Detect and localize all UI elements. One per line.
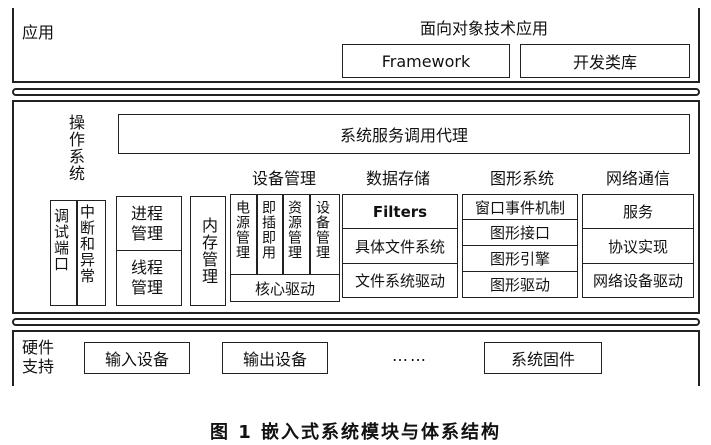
graphics-interface-label: 图形接口 xyxy=(489,224,550,242)
graphics-driver-label: 图形驱动 xyxy=(489,276,550,294)
window-event-box: 窗口事件机制 xyxy=(462,194,578,220)
fs-label: 具体文件系统 xyxy=(354,237,445,256)
debug-divider xyxy=(76,201,78,305)
network-title: 网络通信 xyxy=(606,169,671,188)
graphics-interface-box: 图形接口 xyxy=(462,220,578,246)
layer-divider-top xyxy=(12,88,700,96)
graphics-group: 窗口事件机制 图形接口 图形引擎 图形驱动 xyxy=(462,194,578,298)
window-event-label: 窗口事件机制 xyxy=(474,198,565,217)
firmware-label: 系统固件 xyxy=(510,350,575,369)
output-device-box: 输出设备 xyxy=(222,342,328,374)
service-proxy-label: 系统服务调用代理 xyxy=(339,126,468,145)
process-mgmt-box: 进程管理 xyxy=(116,196,182,251)
storage-title: 数据存储 xyxy=(366,169,431,188)
device-mgmt-sub-label: 设备管理 xyxy=(314,200,330,260)
input-device-box: 输入设备 xyxy=(84,342,190,374)
dev-library-box: 开发类库 xyxy=(520,44,690,78)
device-mgmt-title: 设备管理 xyxy=(252,169,317,188)
fs-box: 具体文件系统 xyxy=(342,229,458,264)
memory-mgmt-label: 内存管理 xyxy=(199,217,218,285)
layer-divider-bottom xyxy=(12,318,700,326)
network-service-box: 服务 xyxy=(582,194,694,229)
fs-driver-label: 文件系统驱动 xyxy=(354,272,445,290)
figure-caption: 图 1 嵌入式系统模块与体系结构 xyxy=(209,422,502,443)
power-mgmt-label: 电源管理 xyxy=(234,200,250,260)
debug-interrupt-group xyxy=(50,200,106,306)
fs-driver-box: 文件系统驱动 xyxy=(342,264,458,298)
ellipsis: …… xyxy=(392,346,428,365)
hardware-label: 硬件支持 xyxy=(22,338,55,376)
input-device-label: 输入设备 xyxy=(104,350,169,369)
network-group: 服务 协议实现 网络设备驱动 xyxy=(582,194,694,298)
framework-box: Framework xyxy=(342,44,510,78)
memory-mgmt-box: 内存管理 xyxy=(190,196,226,306)
oo-tech-title: 面向对象技术应用 xyxy=(420,19,549,38)
graphics-title: 图形系统 xyxy=(490,169,555,188)
network-driver-label: 网络设备驱动 xyxy=(592,272,683,290)
service-proxy-box: 系统服务调用代理 xyxy=(118,114,690,154)
process-thread-group: 进程管理 线程管理 xyxy=(116,196,182,306)
interrupt-exception-label: 中断和异常 xyxy=(78,204,96,284)
output-device-label: 输出设备 xyxy=(242,350,307,369)
core-driver-box: 核心驱动 xyxy=(230,274,340,302)
resource-mgmt-label: 资源管理 xyxy=(286,200,302,260)
debug-port-label: 调试端口 xyxy=(52,208,70,272)
network-service-label: 服务 xyxy=(622,203,653,221)
protocol-box: 协议实现 xyxy=(582,229,694,264)
firmware-box: 系统固件 xyxy=(484,342,602,374)
thread-mgmt-label: 线程管理 xyxy=(131,258,164,297)
graphics-engine-box: 图形引擎 xyxy=(462,246,578,272)
application-label: 应用 xyxy=(22,23,55,42)
framework-label: Framework xyxy=(381,51,471,71)
device-col-div-3 xyxy=(309,195,311,275)
thread-mgmt-box: 线程管理 xyxy=(116,251,182,306)
protocol-label: 协议实现 xyxy=(607,237,668,256)
graphics-engine-label: 图形引擎 xyxy=(489,250,550,268)
device-col-div-2 xyxy=(282,195,284,275)
filters-box: Filters xyxy=(342,194,458,229)
network-driver-box: 网络设备驱动 xyxy=(582,264,694,298)
graphics-driver-box: 图形驱动 xyxy=(462,272,578,298)
core-driver-label: 核心驱动 xyxy=(254,279,315,298)
device-col-div-1 xyxy=(256,195,258,275)
plug-play-label: 即插即用 xyxy=(260,200,276,260)
process-mgmt-label: 进程管理 xyxy=(131,203,164,243)
storage-group: Filters 具体文件系统 文件系统驱动 xyxy=(342,194,458,298)
filters-label: Filters xyxy=(372,202,428,221)
os-label: 操作系统 xyxy=(66,114,85,182)
dev-library-label: 开发类库 xyxy=(572,53,637,72)
